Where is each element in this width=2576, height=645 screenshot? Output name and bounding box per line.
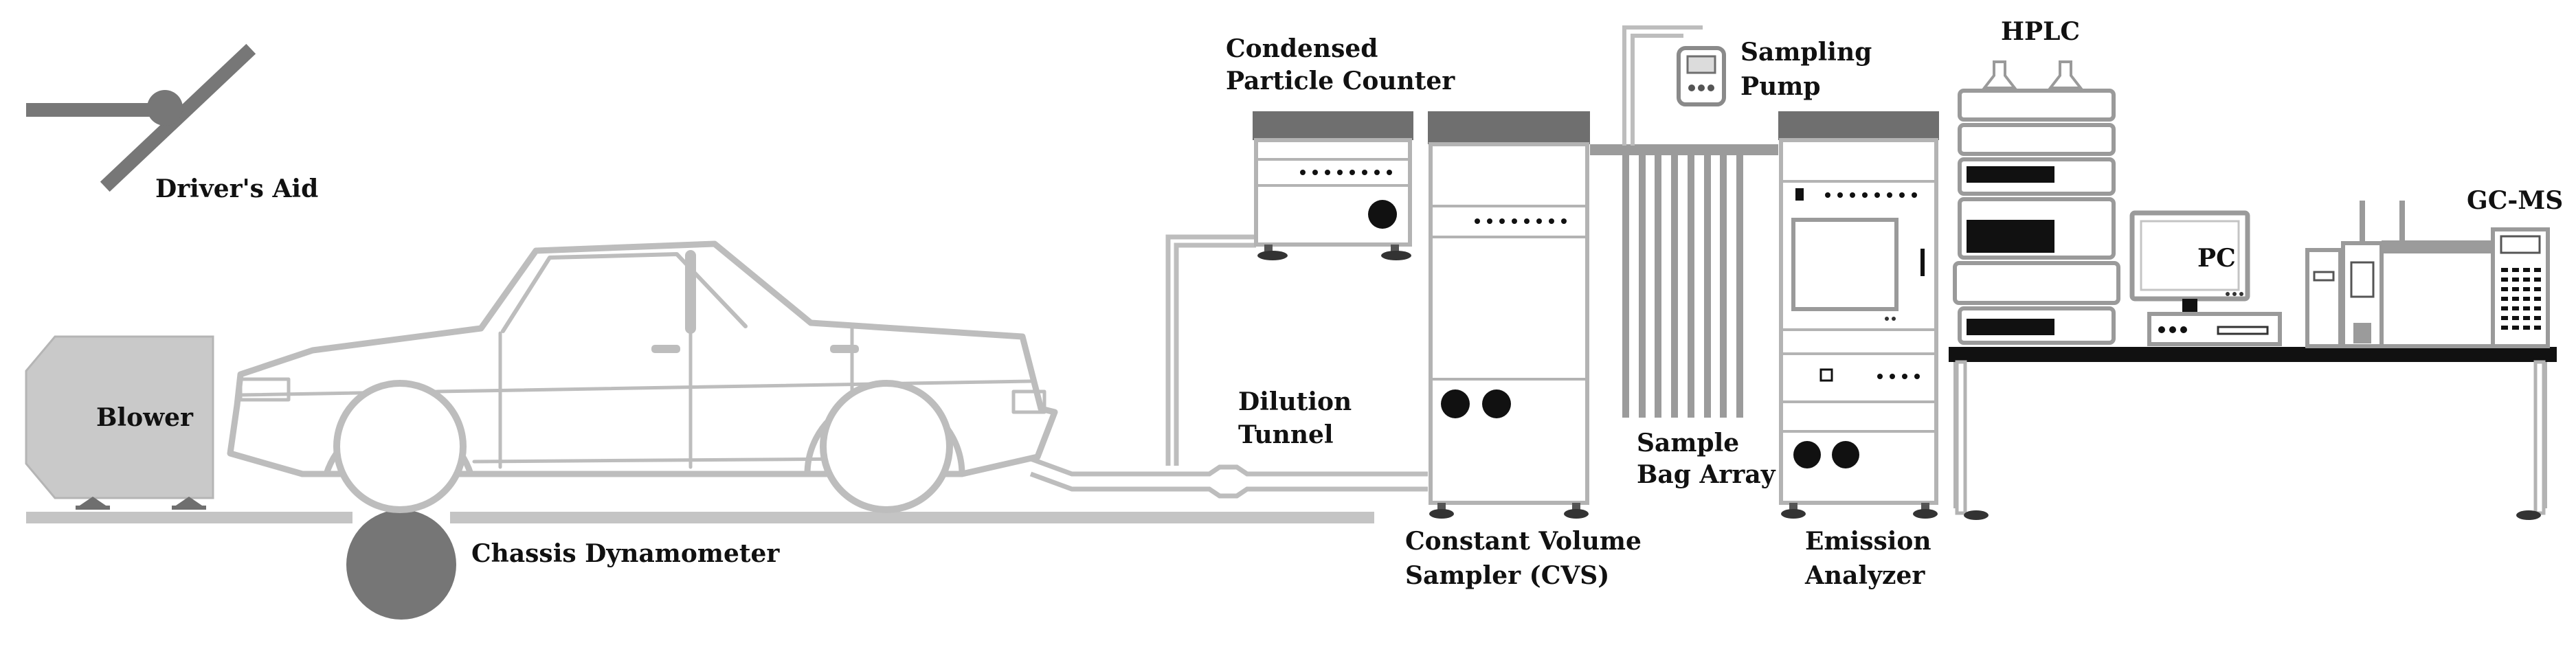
constant-volume-sampler (1428, 111, 1590, 519)
floor-rail-right (450, 512, 1374, 523)
pc-label: PC (2197, 244, 2236, 273)
dilution-tunnel (1029, 234, 1428, 499)
chassis-dynamometer-label: Chassis Dynamometer (471, 539, 780, 568)
car-door-handle-rear (830, 345, 859, 353)
emission-analyzer-label-line1: Emission (1805, 527, 1931, 556)
pc-workstation (2129, 210, 2282, 346)
sampling-pump (1622, 25, 1726, 146)
sample-bag-label-line1: Sample (1637, 429, 1739, 457)
gc-ms-instrument (2305, 201, 2550, 348)
chassis-dynamometer-roller (346, 510, 456, 620)
blower (25, 335, 214, 510)
cpc-label-line1: Condensed (1226, 34, 1378, 63)
emission-analyzer-label-line2: Analyzer (1804, 561, 1925, 590)
lab-bench (1949, 347, 2557, 520)
sampling-pump-label-line1: Sampling (1740, 38, 1872, 67)
cpc-label-line2: Particle Counter (1226, 67, 1455, 95)
car-door-handle-front (651, 345, 680, 353)
drivers-aid (26, 43, 256, 192)
cvs-label-line1: Constant Volume (1405, 527, 1642, 556)
sample-bag-label-line2: Bag Array (1637, 460, 1776, 489)
floor-rail-left (26, 512, 352, 523)
dilution-tunnel-label-line1: Dilution (1238, 387, 1352, 416)
car-wheels (323, 380, 965, 513)
dilution-tunnel-label-line2: Tunnel (1238, 420, 1334, 449)
hplc-stack (1953, 60, 2120, 345)
condensed-particle-counter (1253, 111, 1413, 260)
emission-analyzer (1778, 111, 1939, 519)
blower-label: Blower (96, 403, 194, 432)
hplc-label: HPLC (2001, 17, 2080, 46)
sample-bag-array (1590, 144, 1778, 418)
sampling-pump-label-line2: Pump (1740, 72, 1821, 101)
drivers-aid-label: Driver's Aid (155, 174, 318, 203)
gc-ms-label: GC-MS (2467, 186, 2563, 215)
cvs-label-line2: Sampler (CVS) (1405, 561, 1609, 590)
